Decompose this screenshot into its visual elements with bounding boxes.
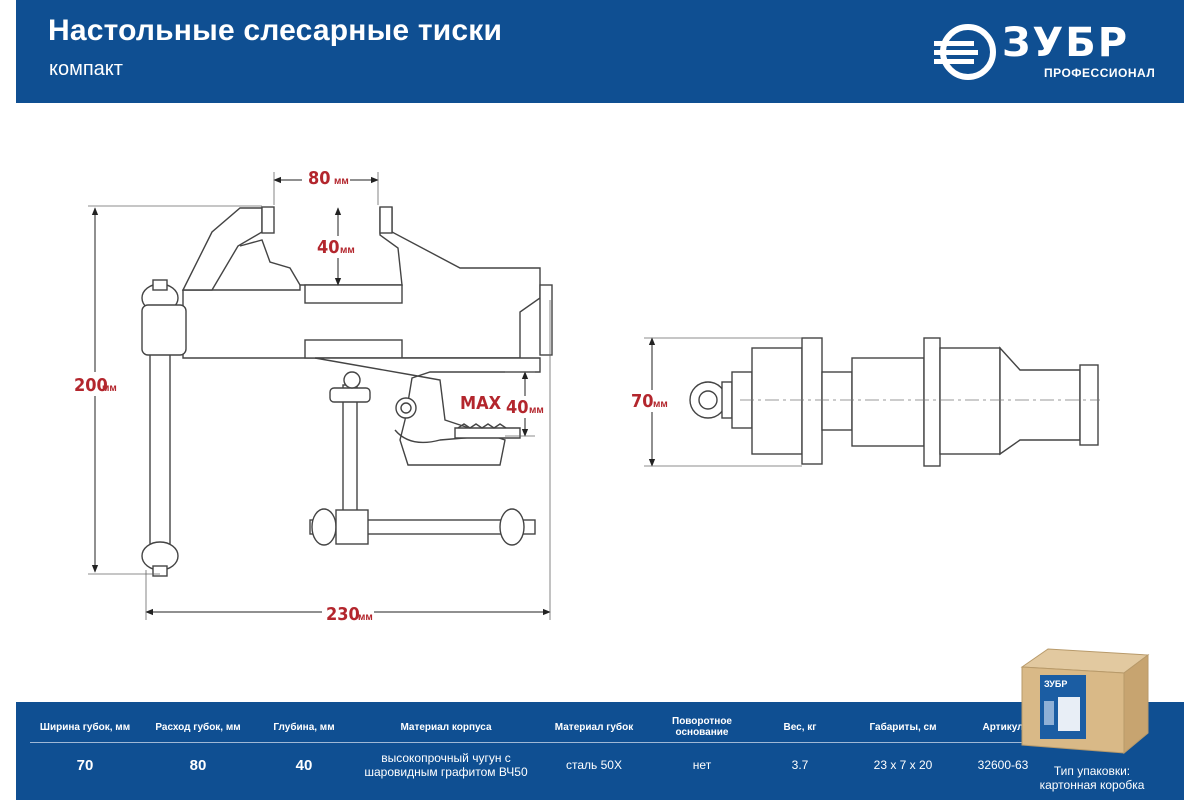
spec-header-swivel-base: Поворотное основание [648,712,756,743]
spec-value-depth: 40 [295,756,313,774]
spec-header-dimensions: Габариты, см [844,712,962,743]
page-title: Настольные слесарные тиски [48,14,503,47]
dim-jaw-opening-value: 80 [308,168,331,189]
dim-width-value: 70 [631,391,654,412]
spec-header-depth: Глубина, мм [256,712,352,743]
dim-clamp-max-label: MAX [460,393,502,414]
spec-header-jaw-opening: Расход губок, мм [140,712,256,743]
spec-values-row: 70 80 40 высокопрочный чугун с шаровидны… [30,743,1044,788]
spec-value-dimensions: 23 х 7 х 20 [873,758,933,772]
spec-value-weight: 3.7 [791,758,809,772]
dim-jaw-opening-unit: мм [334,176,349,187]
spec-value-jaw-opening: 80 [189,756,207,774]
dim-length: 230 мм [145,300,551,625]
spec-header-jaw-material: Материал губок [540,712,648,743]
dim-length-unit: мм [358,612,373,623]
dim-clamp-max-value: 40 [506,397,529,418]
dim-height: 200 мм [72,205,262,575]
package-box-brand: ЗУБР [1044,679,1067,689]
spec-value-swivel-base: нет [692,758,712,772]
vise-top-view [689,337,1100,467]
spec-value-body-material: высокопрочный чугун с шаровидным графито… [364,751,528,779]
spec-header-row: Ширина губок, мм Расход губок, мм Глубин… [30,712,1044,743]
spec-table: Ширина губок, мм Расход губок, мм Глубин… [30,712,1044,787]
dim-jaw-depth: 40 мм [314,207,358,286]
dim-clamp-max: MAX 40 мм [460,371,546,437]
package-type-value: картонная коробка [1039,778,1145,792]
dim-jaw-depth-value: 40 [317,237,340,258]
dim-width-unit: мм [653,399,668,410]
spec-header-body-material: Материал корпуса [352,712,540,743]
dim-jaw-depth-unit: мм [340,245,355,256]
vise-side-view [141,206,553,577]
logo-mark-icon [934,24,996,80]
spec-value-jaw-material: сталь 50Х [566,758,622,772]
dim-height-unit: мм [102,383,117,394]
spec-header-weight: Вес, кг [756,712,844,743]
spec-value-jaw-width: 70 [76,756,94,774]
page-subtitle: компакт [49,58,123,80]
logo-brand-text: ЗУБР [1002,20,1130,66]
dim-width: 70 мм [628,337,802,467]
package-type-label: Тип упаковки: [1053,764,1131,778]
spec-header-jaw-width: Ширина губок, мм [30,712,140,743]
spec-value-article: 32600-63 [977,758,1029,772]
technical-drawing: 80 мм 40 мм 200 мм MAX 40 мм 230 мм [72,168,1100,625]
package-type: Тип упаковки: картонная коробка [1000,764,1184,792]
logo-tagline: ПРОФЕССИОНАЛ [1044,66,1156,80]
dim-height-value: 200 [74,375,108,396]
dim-clamp-max-unit: мм [529,405,544,416]
brand-logo: ЗУБР ПРОФЕССИОНАЛ [934,18,1174,88]
header-banner: Настольные слесарные тиски компакт ЗУБР … [16,0,1184,103]
package-box-image: ЗУБР [1020,648,1150,755]
dim-length-value: 230 [326,604,360,625]
dim-jaw-opening: 80 мм [273,168,379,205]
